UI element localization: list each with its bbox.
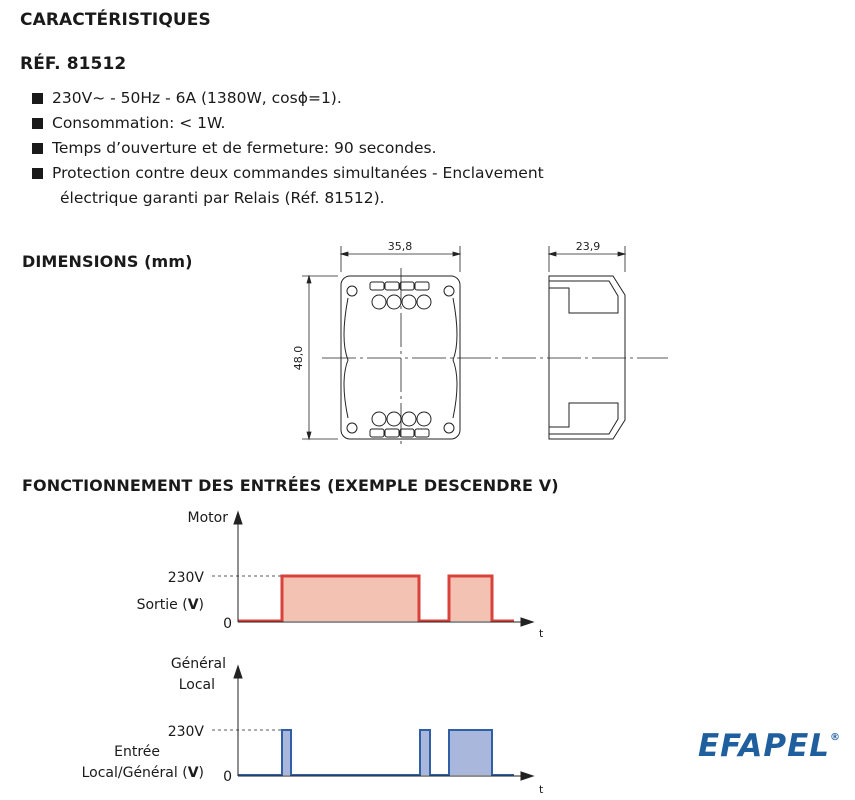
terminal-screw: [414, 281, 430, 291]
terminal-screw: [384, 281, 400, 291]
mount-hole-bottom-right: [443, 422, 455, 434]
registered-mark: ®: [830, 732, 841, 743]
bottom-x-arrow-icon: [520, 771, 535, 781]
bottom-time-label: t: [539, 783, 544, 796]
terminal: [401, 411, 417, 427]
terminal-screw: [384, 428, 400, 438]
dimensions-title: DIMENSIONS (mm): [22, 252, 193, 271]
front-body-outline: [340, 275, 461, 440]
reference-title: RÉF. 81512: [20, 54, 127, 74]
list-item: Protection contre deux commandes simulta…: [32, 161, 544, 186]
depth-dimension: [547, 246, 627, 272]
terminal-screw: [369, 428, 385, 438]
input-axis-label-line1: Général: [171, 656, 226, 672]
side-top-detail: [549, 280, 619, 314]
width-dimension-label: 35,8: [388, 240, 413, 253]
characteristics-list: 230V~ - 50Hz - 6A (1380W, cosϕ=1). Conso…: [32, 86, 544, 211]
efapel-logo: EFAPEL®: [698, 728, 841, 764]
terminal: [416, 411, 432, 427]
bottom-axes: [212, 664, 535, 781]
bullet-square-icon: [32, 168, 43, 179]
list-item: Consommation: < 1W.: [32, 111, 544, 136]
bullet-square-icon: [32, 93, 43, 104]
height-dimension-label: 48,0: [292, 346, 305, 371]
top-y-arrow-icon: [233, 510, 243, 525]
front-view: [340, 275, 461, 440]
output-signal: [238, 574, 514, 623]
bottom-y-arrow-icon: [233, 664, 243, 679]
top-axes: [212, 510, 535, 627]
bullet-square-icon: [32, 143, 43, 154]
list-item: Temps d’ouverture et de fermeture: 90 se…: [32, 136, 544, 161]
terminal: [401, 294, 417, 310]
depth-dimension-label: 23,9: [576, 240, 601, 253]
terminal-screw: [369, 281, 385, 291]
input-signal-line: [238, 729, 514, 776]
output-label: Sortie (V): [137, 597, 204, 613]
top-time-label: t: [539, 627, 544, 640]
mount-hole-bottom-left: [346, 422, 358, 434]
side-bottom-detail: [549, 402, 619, 435]
mount-hole-top-right: [443, 285, 455, 297]
top-x-arrow-icon: [520, 617, 535, 627]
input-axis-label-line2: Local: [179, 677, 215, 693]
input-label-line2: Local/Général (V): [82, 765, 204, 781]
list-item: 230V~ - 50Hz - 6A (1380W, cosϕ=1).: [32, 86, 544, 111]
list-item-continuation: électrique garanti par Relais (Réf. 8151…: [60, 189, 385, 207]
front-side-curve-left: [343, 297, 349, 419]
operation-title: FONCTIONNEMENT DES ENTRÉES (EXEMPLE DESC…: [22, 476, 559, 495]
terminal-screw: [399, 281, 415, 291]
bottom-zero-label: 0: [223, 769, 232, 785]
terminal: [386, 294, 402, 310]
front-side-curve-right: [452, 297, 458, 419]
terminal: [371, 411, 387, 427]
center-lines: [322, 268, 668, 448]
input-pulse-fill: [282, 730, 291, 775]
output-pulse-fill: [282, 576, 419, 621]
terminal-screw: [414, 428, 430, 438]
terminal: [386, 411, 402, 427]
side-view: [548, 275, 626, 440]
terminal-screw: [399, 428, 415, 438]
mount-hole-top-left: [346, 285, 358, 297]
width-dimension: [339, 246, 462, 272]
input-label-line1: Entrée: [114, 744, 160, 760]
terminal: [416, 294, 432, 310]
terminal: [371, 294, 387, 310]
output-signal-line: [238, 574, 514, 623]
bullet-square-icon: [32, 118, 43, 129]
input-signal: [238, 729, 514, 776]
motor-axis-label: Motor: [188, 510, 229, 526]
height-dimension: [302, 274, 338, 441]
input-pulse-fill: [449, 730, 492, 775]
side-body-outline: [548, 275, 626, 440]
output-level-label: 230V: [168, 570, 205, 586]
descend-chevron-icon: V: [538, 476, 552, 495]
input-level-label: 230V: [168, 724, 205, 740]
input-pulse-fill: [420, 730, 430, 775]
output-pulse-fill: [449, 576, 492, 621]
characteristics-title: CARACTÉRISTIQUES: [20, 10, 211, 30]
top-zero-label: 0: [223, 616, 232, 632]
